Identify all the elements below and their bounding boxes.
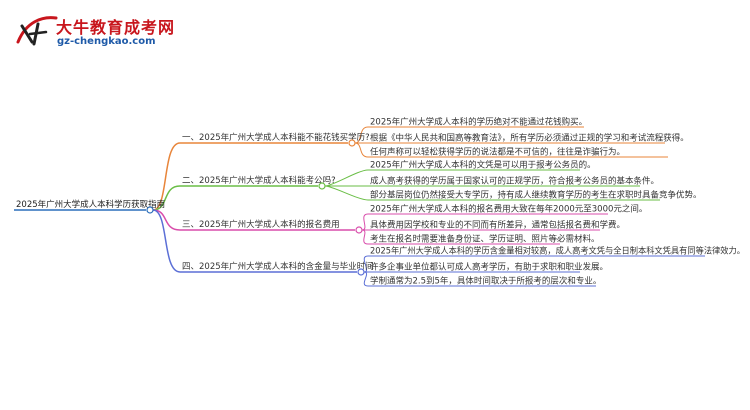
root-connector: [146, 206, 154, 214]
leaf-label-1-3: 任何声称可以轻松获得学历的说法都是不可信的，往往是诈骗行为。: [370, 147, 625, 158]
root-to-branch-link-1: [152, 142, 181, 211]
root-to-branch-link-4: [152, 209, 181, 273]
branch-connector-1: [348, 139, 356, 147]
leaf-label-4-3: 学制通常为2.5到5年，具体时间取决于所报考的层次和专业。: [370, 276, 601, 287]
branch-label-1: 一、2025年广州大学成人本科能不能花钱买学历?: [182, 132, 370, 143]
branch-1-leaf-link-3: [354, 142, 369, 158]
leaf-label-3-3: 考生在报名时需要准备身份证、学历证明、照片等必需材料。: [370, 234, 600, 245]
branch-connector-4: [357, 268, 365, 276]
root-node-label: 2025年广州大学成人本科学历获取指南: [16, 199, 165, 210]
branch-label-4: 四、2025年广州大学成人本科的含金量与毕业时间: [182, 261, 374, 272]
branch-3-leaf-link-3: [361, 229, 369, 245]
leaf-label-2-2: 成人高考获得的学历属于国家认可的正规学历，符合报考公务员的基本条件。: [370, 176, 659, 187]
logo-icon: [16, 16, 58, 46]
branch-label-3: 三、2025年广州大学成人本科的报名费用: [182, 219, 340, 230]
site-name: 大牛教育成考网: [56, 18, 176, 37]
leaf-label-1-1: 2025年广州大学成人本科的学历绝对不能通过花钱购买。: [370, 117, 587, 128]
leaf-label-2-3: 部分基层岗位仍然接受大专学历，持有成人继续教育学历的考生在求职时具备竞争优势。: [370, 190, 702, 201]
branch-4-leaf-link-3: [363, 271, 369, 287]
leaf-label-4-1: 2025年广州大学成人本科的学历含金量相对较高，成人高考文凭与全日制本科文凭具有…: [370, 246, 745, 257]
leaf-label-2-1: 2025年广州大学成人本科的文凭是可以用于报考公务员的。: [370, 160, 596, 171]
leaf-label-1-2: 根据《中华人民共和国高等教育法》，所有学历必须通过正规的学习和考试流程获得。: [370, 133, 689, 144]
site-header: 大牛教育成考网 gz-chengkao.com: [0, 0, 750, 56]
leaf-label-4-2: 许多企事业单位都认可成人高考学历，有助于求职和职业发展。: [370, 262, 608, 273]
branch-2-leaf-link-3: [324, 185, 369, 201]
leaf-label-3-1: 2025年广州大学成人本科的报名费用大致在每年2000元至3000元之间。: [370, 204, 647, 215]
branch-connector-3: [355, 226, 363, 234]
branch-connector-2: [318, 182, 326, 190]
leaf-label-3-2: 具体费用因学校和专业的不同而有所差异，通常包括报名费和学费。: [370, 220, 625, 231]
site-domain: gz-chengkao.com: [57, 36, 156, 47]
branch-3-leaf-link-1: [361, 213, 369, 231]
branch-label-2: 二、2025年广州大学成人本科能考公吗?: [182, 175, 336, 186]
root-to-branch-link-2: [152, 185, 181, 211]
root-to-branch-link-3: [152, 209, 181, 231]
